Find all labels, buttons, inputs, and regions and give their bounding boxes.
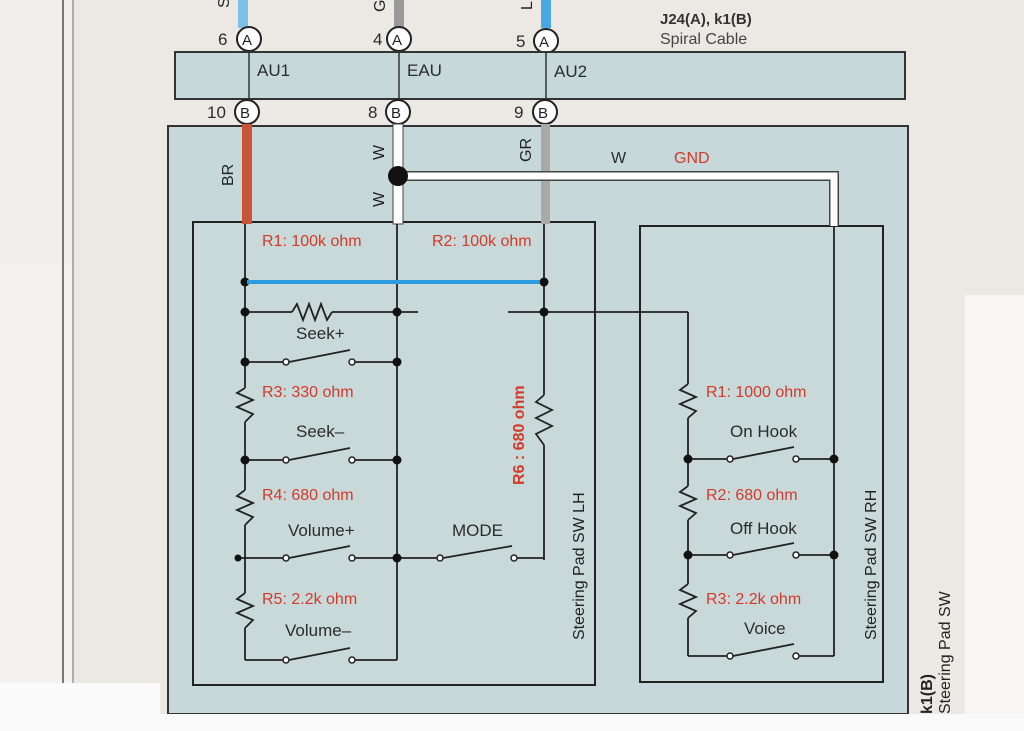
svg-text:A: A	[242, 32, 252, 49]
wire-stub-gi	[394, 0, 404, 28]
wire-color-br: BR	[220, 164, 237, 186]
switch-label-voice: Voice	[744, 619, 786, 638]
svg-text:8: 8	[368, 103, 377, 122]
signal-eau: EAU	[407, 61, 442, 80]
svg-text:B: B	[538, 105, 548, 122]
wire-stub-label: SI	[216, 0, 233, 8]
signal-au1: AU1	[257, 61, 290, 80]
svg-text:6: 6	[218, 30, 227, 49]
svg-text:A: A	[539, 34, 549, 51]
connector-a-5: 5 A	[516, 28, 559, 54]
annotation-r3-lh: R3: 330 ohm	[262, 384, 354, 401]
spiral-cable-block	[174, 51, 906, 100]
svg-text:B: B	[391, 105, 401, 122]
annotation-r2-rh: R2: 680 ohm	[706, 487, 798, 504]
wire-w-horizontal	[398, 172, 838, 226]
switch-label-on-hook: On Hook	[730, 422, 798, 441]
connector-b-8: 8 B	[368, 99, 411, 125]
svg-text:5: 5	[516, 32, 525, 51]
annotation-r2-lh: R2: 100k ohm	[432, 233, 532, 250]
steering-pad-sw-lh-box	[192, 221, 596, 686]
annotation-r1-lh: R1: 100k ohm	[262, 233, 362, 250]
wire-stub-l	[541, 0, 551, 28]
connector-ref: J24(A), k1(B)	[660, 11, 752, 28]
switch-label-volume-minus: Volume–	[285, 621, 352, 640]
page-margin-lower	[0, 264, 72, 731]
lh-box-title: Steering Pad SW LH	[571, 492, 588, 640]
signal-au2: AU2	[554, 62, 587, 81]
switch-label-mode: MODE	[452, 521, 503, 540]
annotation-r5-lh: R5: 2.2k ohm	[262, 591, 357, 608]
svg-text:A: A	[392, 32, 402, 49]
wire-color-w: W	[371, 191, 388, 207]
annotation-r1-rh: R1: 1000 ohm	[706, 384, 807, 401]
switch-label-off-hook: Off Hook	[730, 519, 797, 538]
annotation-r6-lh: R6 : 680 ohm	[511, 385, 528, 485]
annotation-r4-lh: R4: 680 ohm	[262, 487, 354, 504]
svg-text:10: 10	[207, 103, 226, 122]
wire-color-w-horizontal: W	[611, 150, 627, 167]
switch-label-seek-plus: Seek+	[296, 324, 345, 343]
connector-b-10: 10 B	[207, 99, 260, 125]
rh-box-title: Steering Pad SW RH	[863, 490, 880, 640]
wire-color-gr: GR	[518, 138, 535, 162]
connector-a-4: 4 A	[373, 26, 412, 52]
wire-br	[242, 124, 252, 224]
connector-a-6: 6 A	[218, 26, 262, 52]
svg-text:B: B	[240, 105, 250, 122]
splice-dot	[388, 166, 408, 186]
page-margin-bottom	[0, 683, 160, 731]
switch-label-volume-plus: Volume+	[288, 521, 355, 540]
wire-stub-si	[238, 0, 248, 28]
page-margin-bottom	[160, 714, 1024, 731]
connector-name: Spiral Cable	[660, 31, 747, 48]
connector-b-9: 9 B	[514, 99, 558, 125]
wire-stub-label: L	[519, 1, 536, 10]
svg-text:9: 9	[514, 103, 523, 122]
annotation-r3-rh: R3: 2.2k ohm	[706, 591, 801, 608]
gnd-annotation: GND	[674, 150, 710, 167]
wire-stub-label: GI	[372, 0, 389, 12]
wire-color-w: W	[371, 144, 388, 160]
page-margin-right	[965, 295, 1024, 731]
switch-label-seek-minus: Seek–	[296, 422, 345, 441]
svg-text:4: 4	[373, 30, 382, 49]
